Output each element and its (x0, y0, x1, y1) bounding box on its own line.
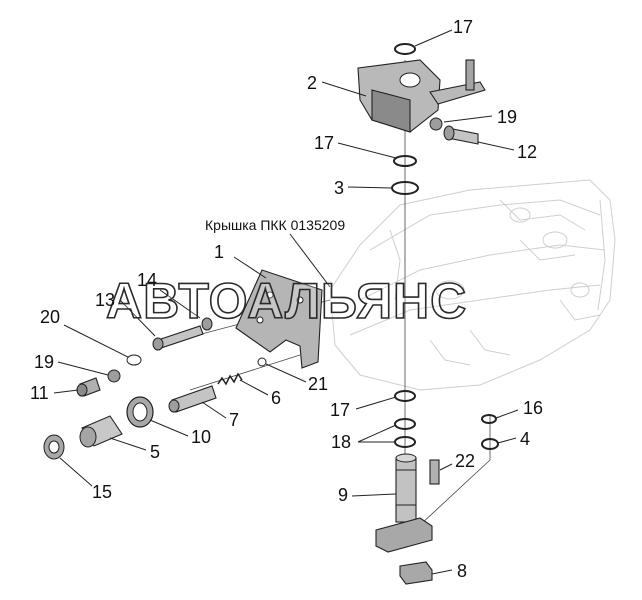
part-19-washer-top (429, 117, 443, 131)
callout-10: 10 (191, 427, 211, 447)
part-18-ring-a (394, 418, 416, 430)
callout-16: 16 (523, 398, 543, 418)
part-17-ring-mid (393, 155, 417, 167)
part-15-nut-hole (48, 440, 60, 454)
callout-6: 6 (271, 388, 281, 408)
leader-lines (53, 29, 519, 575)
cover-caption: Крышка ПКК 0135209 (205, 217, 345, 233)
callout-1: 1 (214, 242, 224, 262)
part-17-ring-low (394, 390, 416, 402)
part-22-key (429, 459, 440, 485)
housing-cover-outline (329, 179, 616, 391)
callout-22: 22 (455, 451, 475, 471)
part-19-washer-left (107, 369, 121, 383)
callout-17-mid: 17 (314, 133, 334, 153)
callout-12: 12 (517, 142, 537, 162)
part-13-bolt (152, 325, 204, 351)
part-17-ring-top (394, 43, 416, 55)
callout-17-top: 17 (453, 17, 473, 37)
part-2-shift-arm (357, 59, 486, 133)
part-8-shoe (399, 561, 433, 585)
callout-2: 2 (307, 73, 317, 93)
spring-axis (189, 354, 301, 391)
part-10-nut-hole (132, 402, 148, 422)
callout-15: 15 (92, 482, 112, 502)
callout-19-left: 19 (34, 352, 54, 372)
callout-3: 3 (334, 178, 344, 198)
part-21-ball (257, 357, 267, 367)
callout-20: 20 (40, 307, 60, 327)
part-11-plug (76, 377, 101, 397)
callout-7: 7 (229, 410, 239, 430)
part-4-ring (481, 438, 499, 450)
part-12-pin (443, 125, 479, 145)
callout-8: 8 (457, 561, 467, 581)
part-14-nut (201, 317, 213, 331)
callout-17-low: 17 (330, 400, 350, 420)
part-20-washer (126, 354, 142, 366)
callout-18: 18 (331, 432, 351, 452)
callout-11: 11 (30, 383, 49, 403)
assembly-axis-tie (419, 459, 491, 526)
callout-5: 5 (150, 442, 160, 462)
callout-14: 14 (137, 270, 157, 290)
callout-19-top: 19 (497, 107, 517, 127)
callout-9: 9 (338, 485, 348, 505)
part-1-bracket (235, 269, 323, 369)
part-5-bushing (79, 415, 123, 448)
callout-21: 21 (308, 374, 328, 394)
callout-4: 4 (520, 429, 530, 449)
part-9-shaft (375, 453, 433, 553)
watermark-text: АВТОАЛЬЯНС (106, 273, 467, 329)
part-16-ring (481, 414, 497, 424)
callout-13: 13 (95, 290, 115, 310)
part-6-spring (217, 372, 243, 386)
part-7-plunger (168, 385, 217, 413)
